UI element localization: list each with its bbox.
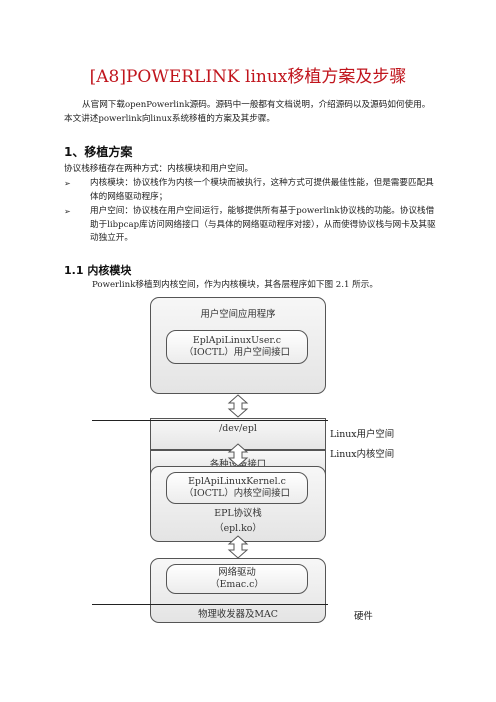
dev-epl-label: /dev/epl xyxy=(219,423,257,434)
section-1-1-lead: Powerlink移植到内核空间，作为内核模块，其各层程序如下图 2.1 所示。 xyxy=(92,280,378,290)
phy-mac-label: 物理收发器及MAC xyxy=(198,609,278,620)
user-kernel-divider xyxy=(92,420,328,421)
bullet-text: 用户空间：协议栈在用户空间运行，能够提供所有基于powerlink协议栈的功能。… xyxy=(90,206,436,243)
user-interface-box: EplApiLinuxUser.c （IOCTL）用户空间接口 xyxy=(166,330,308,364)
bullet-text: 内核模块：协议栈作为内核一个模块而被执行，这种方式可提供最佳性能，但是需要匹配具… xyxy=(90,178,434,202)
driver-file: （Emac.c） xyxy=(210,579,264,590)
epl-stack-name: EPL协议栈 xyxy=(214,508,262,519)
hardware-label: 硬件 xyxy=(354,611,373,622)
linux-user-space-label: Linux用户空间 xyxy=(330,429,395,440)
user-app-label: 用户空间应用程序 xyxy=(200,309,276,320)
user-if-file: EplApiLinuxUser.c xyxy=(192,335,282,346)
page-title: [A8]POWERLINK linux移植方案及步骤 xyxy=(89,67,407,87)
epl-stack-module: （epl.ko） xyxy=(214,523,262,534)
intro-paragraph: 从官网下载openPowerlink源码。源码中一般都有文档说明，介绍源码以及源… xyxy=(64,100,431,124)
driver-inner-box: 网络驱动 （Emac.c） xyxy=(166,564,308,594)
linux-kernel-space-label: Linux内核空间 xyxy=(330,449,395,460)
kernel-if-file: EplApiLinuxKernel.c xyxy=(188,476,286,487)
arrow-bullet-icon: ➢ xyxy=(64,179,71,188)
section-heading-1: 1、移植方案 xyxy=(64,145,133,159)
user-if-desc: （IOCTL）用户空间接口 xyxy=(183,347,291,358)
bullet-item-user: ➢ 用户空间：协议栈在用户空间运行，能够提供所有基于powerlink协议栈的功… xyxy=(64,205,436,246)
double-arrow-icon xyxy=(227,394,249,418)
epl-stack-label: EPL协议栈 （epl.ko） xyxy=(150,506,326,536)
double-arrow-icon xyxy=(227,443,249,467)
bullet-item-kernel: ➢ 内核模块：协议栈作为内核一个模块而被执行，这种方式可提供最佳性能，但是需要匹… xyxy=(64,177,436,204)
section-heading-1-1: 1.1 内核模块 xyxy=(64,264,132,277)
kernel-if-desc: （IOCTL）内核空间接口 xyxy=(183,488,291,499)
driver-name: 网络驱动 xyxy=(218,567,256,578)
section-1-lead: 协议栈移植存在两种方式：内核模块和用户空间。 xyxy=(64,164,254,174)
kernel-interface-box: EplApiLinuxKernel.c （IOCTL）内核空间接口 xyxy=(166,472,308,504)
double-arrow-icon xyxy=(227,535,249,559)
arrow-bullet-icon: ➢ xyxy=(64,207,71,216)
kernel-hardware-divider xyxy=(92,604,328,605)
